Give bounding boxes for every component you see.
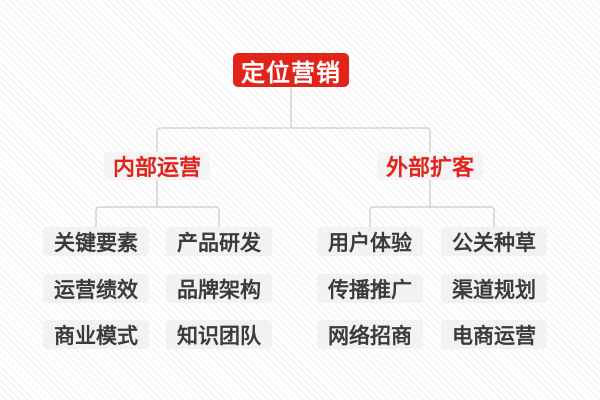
leaf-node: 知识团队	[166, 320, 272, 349]
leaf-node: 关键要素	[43, 227, 149, 256]
leaf-node: 电商运营	[441, 320, 547, 349]
leaf-node: 品牌架构	[166, 274, 272, 303]
leaf-node: 运营绩效	[43, 274, 149, 303]
branch-node-internal-operations: 内部运营	[104, 152, 210, 180]
leaf-node: 渠道规划	[441, 274, 547, 303]
root-node: 定位营销	[233, 53, 349, 87]
leaf-node: 传播推广	[317, 274, 423, 303]
leaf-node: 网络招商	[317, 320, 423, 349]
leaf-node: 产品研发	[166, 227, 272, 256]
leaf-node: 用户体验	[317, 227, 423, 256]
leaf-node: 商业模式	[43, 320, 149, 349]
leaf-node: 公关种草	[441, 227, 547, 256]
branch-node-external-expansion: 外部扩客	[377, 152, 483, 180]
